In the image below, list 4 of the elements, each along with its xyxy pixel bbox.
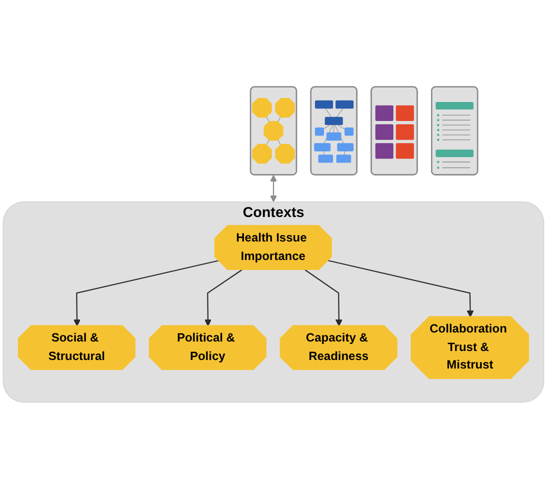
arrow (304, 269, 342, 326)
arrow (204, 269, 242, 326)
arrow (326, 259, 474, 318)
arrow (270, 174, 278, 202)
